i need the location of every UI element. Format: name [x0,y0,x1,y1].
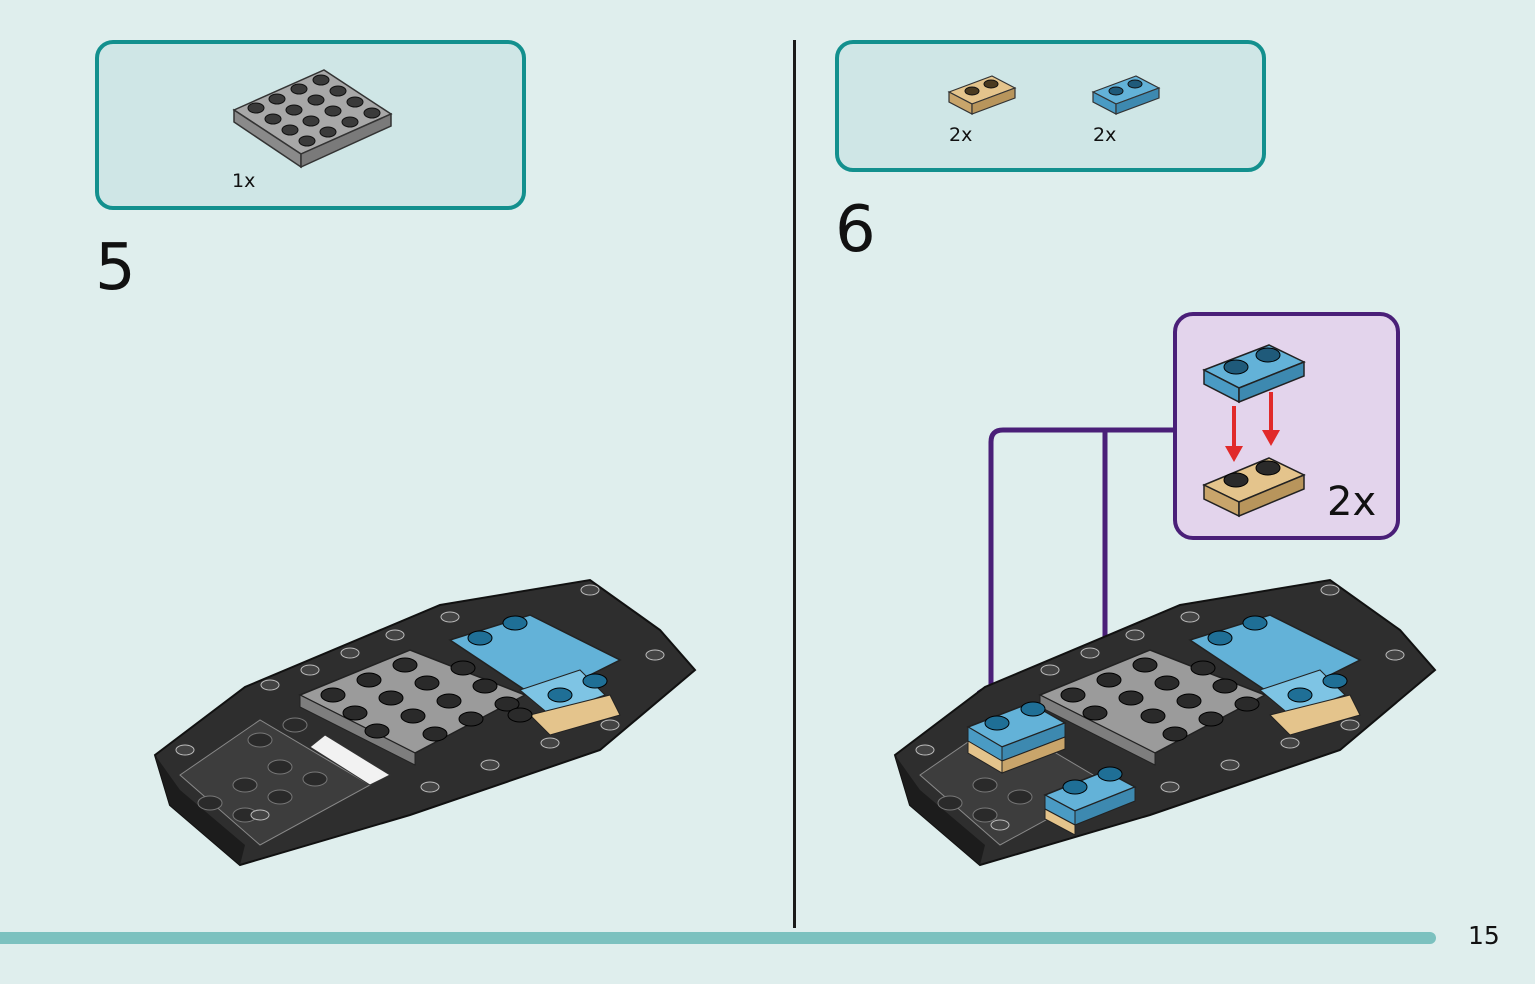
parts-list-box-step6: 2x 2x [835,40,1266,172]
sub-assembly-callout: 2x [1173,312,1400,540]
tan-1x2-plate-icon [947,75,1017,115]
boat-model-step6-illustration [893,578,1437,867]
page-number: 15 [1468,921,1500,950]
gray-4x4-plate-icon [232,69,393,169]
step-number-5: 5 [95,231,136,305]
sub-assembly-illustration [1202,344,1306,518]
page-divider [793,40,796,928]
part-qty-tan-plate: 2x [949,124,973,146]
part-qty-gray-plate: 1x [232,170,256,192]
parts-list-box-step5: 1x [95,40,526,210]
part-qty-blue-plate: 2x [1093,124,1117,146]
blue-1x2-plate-icon [1091,75,1161,115]
footer-bar [0,932,1436,944]
boat-model-step5-illustration [153,578,697,867]
red-arrow-icon [1225,392,1280,462]
callout-qty: 2x [1327,479,1377,525]
step-number-6: 6 [835,193,876,267]
